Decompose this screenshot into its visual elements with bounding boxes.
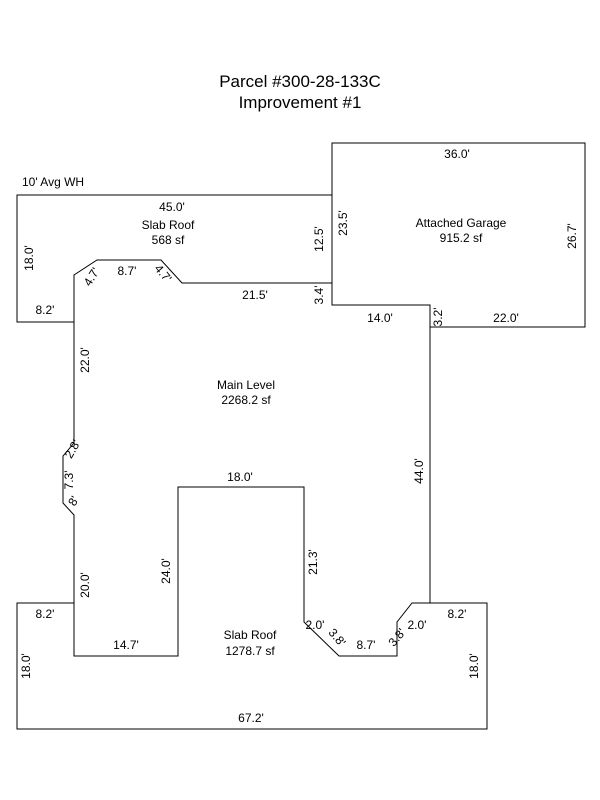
lower-slab-roof-size: 1278.7 sf <box>225 644 275 658</box>
attached-garage-outline <box>331 142 586 328</box>
dim-garage-bottom-left: 14.0' <box>367 311 393 325</box>
title-improvement: Improvement #1 <box>239 93 362 112</box>
wall-height-note: 10' Avg WH <box>22 175 84 189</box>
dim-notch-right-diag: 4.7' <box>152 262 175 286</box>
upper-slab-roof-name: Slab Roof <box>142 218 195 232</box>
upper-slab-roof-outline <box>16 194 332 323</box>
dim-upper-roof-right: 12.5' <box>312 226 326 252</box>
dim-lower-notch-bottom: 8.7' <box>357 638 376 652</box>
dim-lower-notch-left-flat: 2.0' <box>306 618 325 632</box>
dim-inner-left: 24.0' <box>159 558 173 584</box>
dim-lower-left-bottom: 14.7' <box>113 638 139 652</box>
dim-garage-right: 26.7' <box>565 223 579 249</box>
dim-garage-bottom-right: 22.0' <box>493 311 519 325</box>
dim-garage-left: 23.5' <box>336 210 350 236</box>
title-parcel: Parcel #300-28-133C <box>219 72 381 91</box>
attached-garage-size: 915.2 sf <box>440 231 483 245</box>
dim-main-top-step: 3.4' <box>312 286 326 305</box>
dim-garage-top: 36.0' <box>444 147 470 161</box>
dim-main-right: 44.0' <box>412 458 426 484</box>
dim-lower-right-top: 8.2' <box>448 607 467 621</box>
dim-inner-top: 18.0' <box>227 470 253 484</box>
main-level-name: Main Level <box>217 378 275 392</box>
dim-lower-notch-right-flat: 2.0' <box>408 618 427 632</box>
dim-lower-roof-left: 18.0' <box>19 653 33 679</box>
dim-upper-roof-bottom-left: 8.2' <box>36 303 55 317</box>
dim-main-top: 21.5' <box>242 288 268 302</box>
dim-garage-step: 3.2' <box>431 308 445 327</box>
dim-lower-notch-right-diag: 3.8' <box>385 626 408 650</box>
lower-slab-roof-name: Slab Roof <box>224 628 277 642</box>
dim-left-bump-lower: 8' <box>65 494 82 509</box>
dim-main-left-upper: 22.0' <box>78 347 92 373</box>
dim-inner-right: 21.3' <box>306 549 320 575</box>
main-level-outline <box>62 259 431 657</box>
dim-left-bump-mid: 7.3' <box>62 471 76 490</box>
dim-notch-top: 8.7' <box>118 264 137 278</box>
dim-lower-left-top: 8.2' <box>36 607 55 621</box>
upper-slab-roof-size: 568 sf <box>152 233 185 247</box>
main-level-size: 2268.2 sf <box>221 393 271 407</box>
dim-left-bump-upper: 2.8' <box>62 437 84 460</box>
lower-slab-roof-outline <box>16 602 488 730</box>
attached-garage-name: Attached Garage <box>416 216 507 230</box>
dim-upper-roof-top: 45.0' <box>159 200 185 214</box>
dim-upper-roof-left: 18.0' <box>22 245 36 271</box>
dim-lower-roof-bottom: 67.2' <box>238 711 264 725</box>
dim-main-left-lower: 20.0' <box>78 572 92 598</box>
dim-lower-roof-right: 18.0' <box>467 653 481 679</box>
